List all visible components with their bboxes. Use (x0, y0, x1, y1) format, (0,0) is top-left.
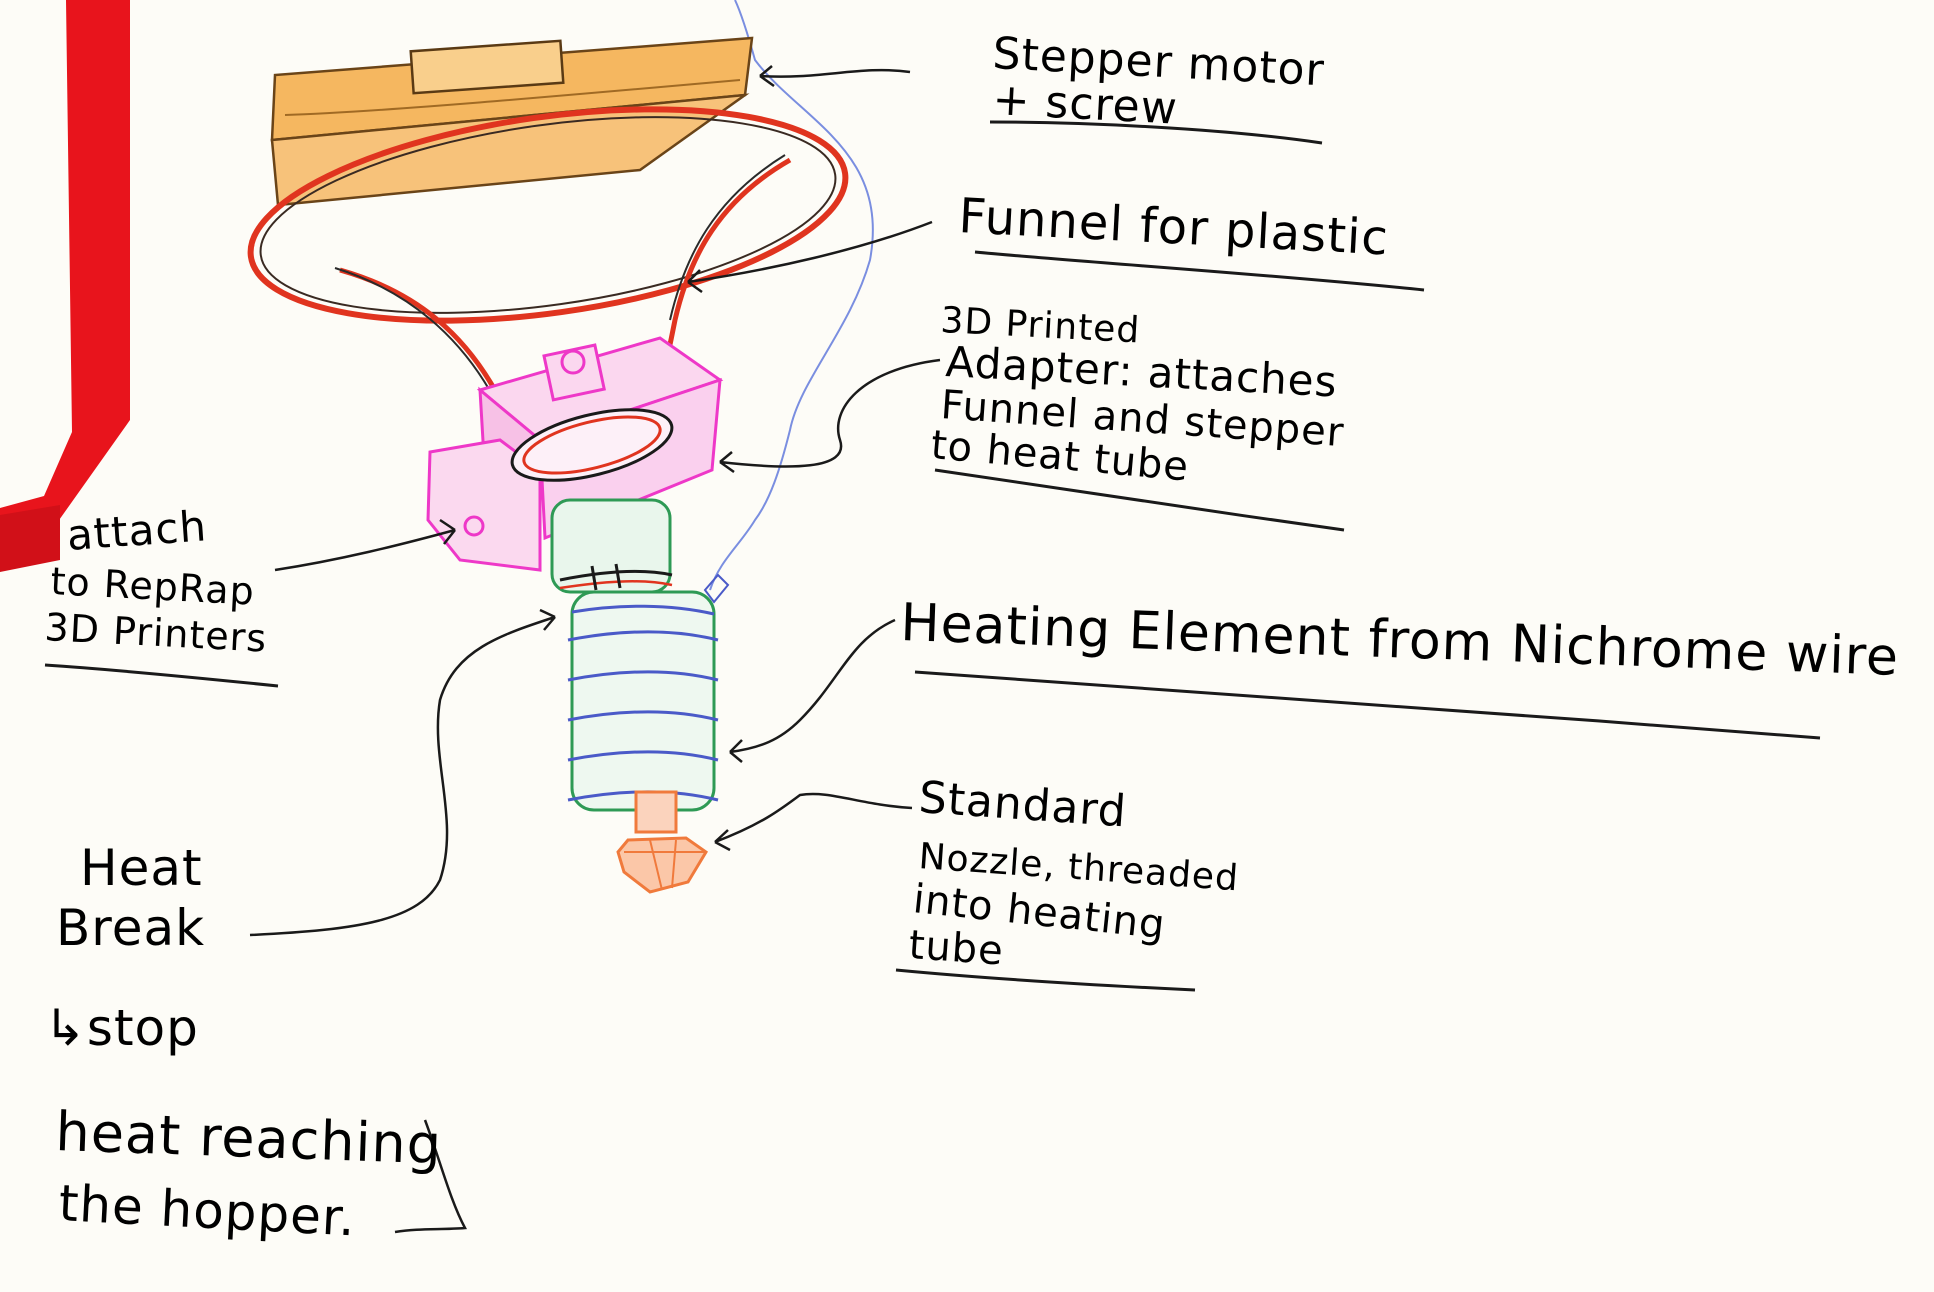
heating-element-label: Heating Element from Nichrome wire (900, 593, 1900, 688)
heatbreak-leader (250, 610, 555, 935)
heating-tube (568, 575, 728, 810)
stop-label-line2: heat reaching (55, 1100, 444, 1176)
adapter-leader (720, 360, 940, 472)
attach-leader (275, 520, 455, 570)
nozzle-leader (715, 794, 912, 850)
stop-label-line1: ↳stop (44, 999, 199, 1057)
attach-label-line2: to RepRap (50, 559, 256, 614)
stepper-leader (760, 66, 910, 86)
attach-label-line3: 3D Printers (44, 605, 269, 661)
attach-label-line1: attach (65, 501, 208, 560)
heatbreak-label-line2: Break (56, 899, 205, 957)
heat-break (552, 500, 672, 592)
stop-label-line3: the hopper. (57, 1174, 357, 1247)
heatbreak-label-line1: Heat (80, 839, 203, 897)
heating-leader (730, 620, 895, 762)
nozzle-label-line1: Standard (917, 772, 1128, 837)
stepper-label-line2: + screw (991, 74, 1179, 135)
ribbon-bookmark (0, 0, 130, 572)
nozzle-label-line4: tube (907, 922, 1005, 975)
